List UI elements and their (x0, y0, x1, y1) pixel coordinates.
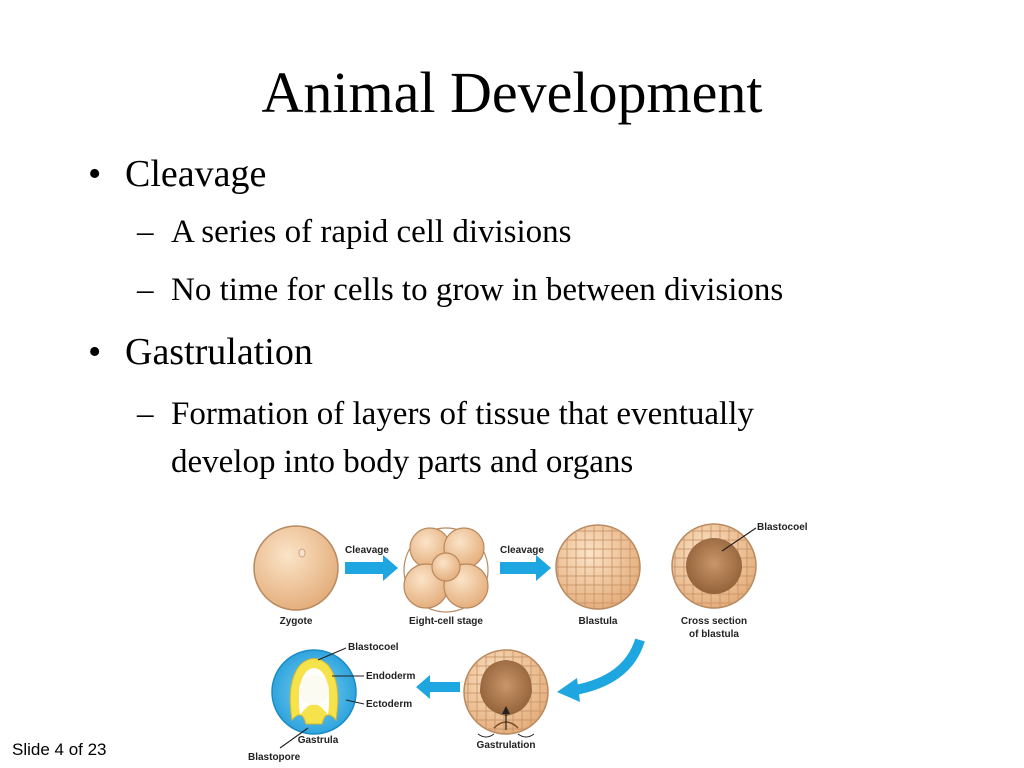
blastula-illustration (555, 524, 641, 610)
blastula-cross-section-illustration (671, 523, 757, 609)
sub-bullet-no-time: No time for cells to grow in between div… (171, 272, 784, 308)
stage-label-eight-cell: Eight-cell stage (409, 616, 483, 627)
callout-ectoderm: Ectoderm (366, 699, 412, 710)
cleavage-arrow-1 (345, 555, 398, 581)
sub-bullet-dash: – (137, 214, 154, 250)
sub-bullet-dash: – (137, 396, 154, 432)
arrow-label-cleavage-2: Cleavage (500, 545, 544, 556)
bullet-gastrulation: Gastrulation (125, 331, 313, 373)
cleavage-arrow-2 (500, 555, 551, 581)
stage-label-gastrula: Gastrula (298, 735, 339, 746)
stage-label-zygote: Zygote (280, 616, 313, 627)
callout-blastocoel-top: Blastocoel (757, 522, 808, 533)
bullet-marker: • (88, 331, 102, 373)
gastrulation-illustration (463, 649, 549, 738)
callout-endoderm: Endoderm (366, 671, 416, 682)
bullet-marker: • (88, 153, 102, 195)
stage-label-of-blastula: of blastula (689, 629, 739, 640)
sub-bullet-dash: – (137, 272, 154, 308)
eight-cell-illustration (403, 527, 489, 613)
callout-blastopore: Blastopore (248, 752, 301, 763)
stage-label-cross-section: Cross section (681, 616, 747, 627)
slide-title: Animal Development (261, 60, 763, 125)
sub-bullet-rapid-divisions: A series of rapid cell divisions (171, 214, 572, 250)
zygote-illustration (253, 525, 339, 611)
stage-label-gastrulation: Gastrulation (477, 740, 536, 751)
gastrulation-arrow (416, 675, 460, 699)
arrow-label-cleavage-1: Cleavage (345, 545, 389, 556)
stage-label-blastula: Blastula (579, 616, 618, 627)
slide-counter: Slide 4 of 23 (12, 740, 107, 759)
sub-bullet-formation-line2: develop into body parts and organs (171, 444, 634, 480)
curved-arrow (557, 638, 645, 702)
sub-bullet-formation-line1: Formation of layers of tissue that event… (171, 396, 754, 432)
callout-blastocoel: Blastocoel (348, 642, 399, 653)
bullet-cleavage: Cleavage (125, 153, 267, 195)
gastrula-illustration (271, 647, 365, 749)
